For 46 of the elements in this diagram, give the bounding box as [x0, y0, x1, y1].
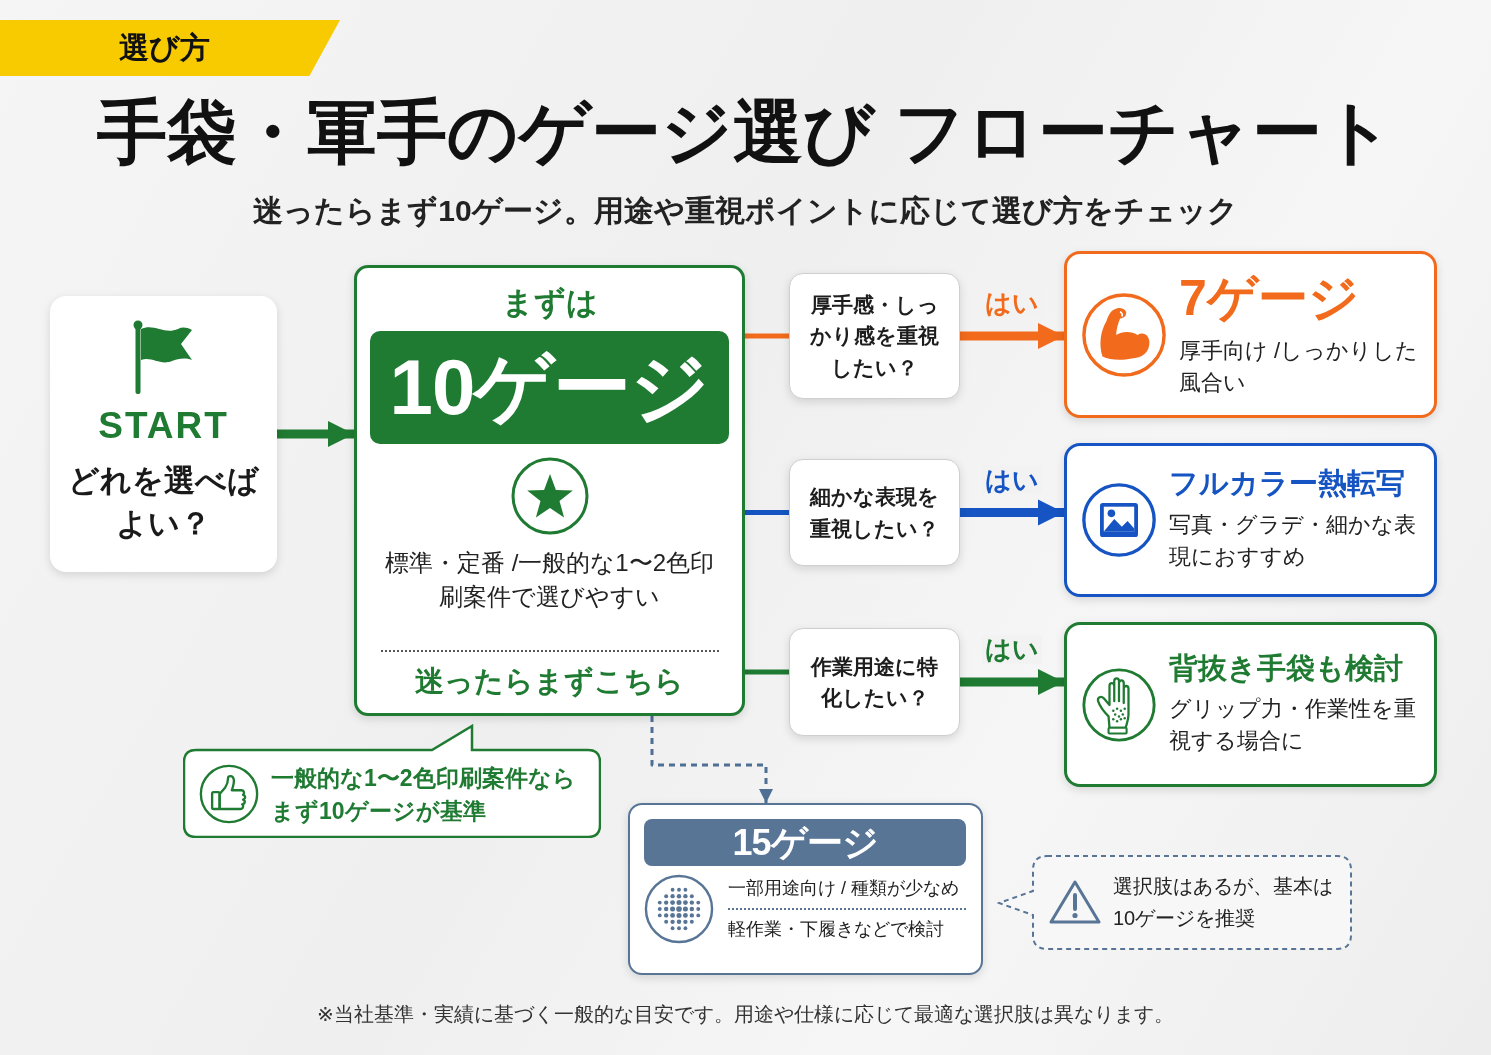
- arrow: [960, 323, 1064, 349]
- subtitle: 迷ったらまず10ゲージ。用途や重視ポイントに応じて選び方をチェック: [253, 193, 1238, 230]
- arrow: [960, 669, 1064, 695]
- connector-line: [745, 669, 789, 675]
- result-title: フルカラー熱転写: [1169, 467, 1406, 501]
- result-title: 7ゲージ: [1179, 269, 1360, 328]
- option-card: [628, 803, 983, 975]
- result-card: [1064, 443, 1437, 597]
- result-description: 厚手向け /しっかりした風合い: [1179, 337, 1420, 398]
- description-text: 軽作業・下履きなどで検討: [728, 918, 945, 941]
- question-box: [789, 273, 960, 399]
- start-label: START: [98, 406, 229, 447]
- start-card: [50, 296, 277, 572]
- question-box: [789, 459, 960, 566]
- description-text: 標準・定番 /一般的な1〜2色印刷案件で選びやすい: [384, 548, 715, 612]
- section-tag: [0, 20, 340, 76]
- question-text: 作業用途に特化したい？: [809, 653, 939, 711]
- result-card: [1064, 622, 1437, 787]
- result-description: 写真・グラデ・細かな表現におすすめ: [1169, 510, 1417, 571]
- result-card: [1064, 251, 1437, 418]
- question-text: どれを選べばよい？: [67, 461, 260, 544]
- gauge-title: 10ゲージ: [389, 346, 710, 429]
- note-text: 選択肢はあるが、基本は10ゲージを推奨: [1113, 874, 1334, 931]
- gauge-banner: [644, 819, 966, 866]
- connector-line: [745, 333, 789, 339]
- arrow: [277, 421, 354, 447]
- title: 手袋・軍手のゲージ選び フローチャート: [96, 92, 1395, 173]
- connector-line: [745, 510, 789, 515]
- speech-bubble: [183, 724, 601, 838]
- tip-text: 迷ったらまずこちら: [415, 664, 684, 699]
- gauge-title: 15ゲージ: [732, 823, 878, 862]
- arrow: [650, 716, 773, 803]
- description-text: 一部用途向け / 種類が少なめ: [728, 877, 960, 900]
- bubble-text: 一般的な1〜2色印刷案件ならまず10ゲージが基準: [271, 764, 577, 826]
- arrow: [960, 499, 1064, 526]
- result-title: 背抜き手袋も検討: [1169, 651, 1404, 686]
- footnote: ※当社基準・実績に基づく一般的な目安です。用途や仕様に応じて最適な選択肢は異なります。: [317, 1002, 1174, 1027]
- intro-text: まずは: [501, 284, 598, 322]
- note-bubble: [997, 855, 1352, 950]
- question-text: 細かな表現を重視したい？: [808, 484, 940, 542]
- question-box: [789, 628, 960, 736]
- recommendation-card: [354, 265, 745, 716]
- question-text: 厚手感・しっかり感を重視したい？: [809, 291, 940, 381]
- result-description: グリップ力・作業性を重視する場合に: [1169, 695, 1417, 756]
- tag-text: 選び方: [118, 30, 210, 66]
- gauge-banner: [370, 331, 729, 445]
